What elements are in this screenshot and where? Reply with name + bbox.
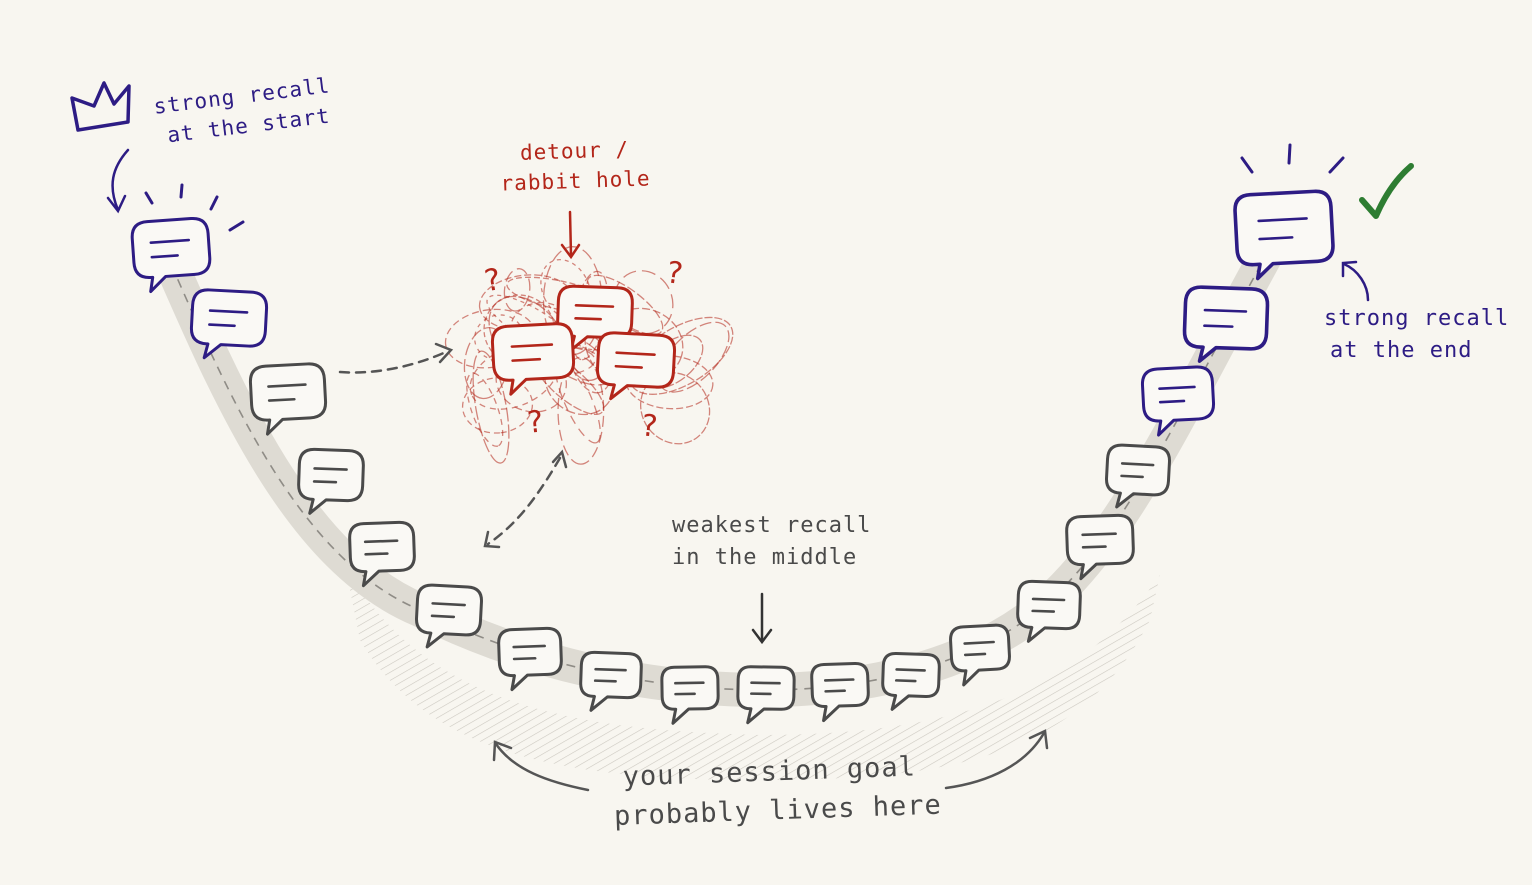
scribble-loop — [466, 372, 504, 447]
goal-left-arrow — [492, 740, 590, 792]
speech-bubble-icon — [497, 626, 563, 692]
question-mark-icon: ? — [638, 408, 660, 445]
scribble-loop — [557, 356, 605, 465]
question-mark-icon: ? — [663, 255, 686, 292]
question-mark-icon: ? — [480, 262, 504, 300]
scribble-loop — [478, 274, 574, 331]
detour-out-arrowhead — [434, 342, 454, 364]
speech-bubble-icon — [490, 322, 576, 396]
speech-bubble-icon — [1105, 443, 1171, 509]
end-pointer-arrow — [1341, 260, 1370, 302]
speech-bubble-icon — [660, 665, 720, 725]
speech-bubble-icon — [736, 665, 796, 725]
speech-bubble-icon — [415, 583, 483, 649]
session-goal-label: your session goal probably lives here — [613, 751, 943, 833]
speech-bubble-icon — [297, 447, 365, 515]
middle-shading — [345, 565, 1160, 780]
scribble-loop — [554, 355, 601, 444]
middle-recall-label: weakest recall in the middle — [672, 513, 872, 570]
scribble-loop — [540, 259, 592, 320]
question-mark-icon: ? — [524, 404, 546, 441]
crown-icon — [70, 81, 131, 132]
speech-bubble-icon — [1065, 513, 1135, 581]
middle-label-arrow — [751, 592, 773, 645]
speech-bubble-icon — [189, 288, 269, 360]
detour-return-arrowhead-top — [551, 449, 568, 469]
detour-out-arrow — [338, 349, 450, 374]
speech-bubble-icon — [596, 331, 676, 401]
end-recall-label: strong recall at the end — [1324, 306, 1510, 363]
checkmark-icon — [1359, 163, 1414, 219]
speech-bubble-icon — [1016, 579, 1082, 643]
speech-bubble-icon — [1141, 365, 1215, 437]
start-glow-ticks — [144, 183, 245, 232]
detour-tangle: ???? — [444, 246, 734, 465]
speech-bubble-icon — [881, 651, 941, 711]
speech-bubble-icon — [810, 661, 870, 723]
scribble-loop — [503, 268, 531, 312]
detour-return-arrowhead-bottom — [483, 530, 501, 549]
start-pointer-arrow — [106, 148, 130, 214]
speech-bubble-icon — [579, 650, 643, 712]
speech-bubble-icon — [1182, 285, 1270, 363]
end-glow-ticks — [1240, 143, 1345, 174]
detour-label-arrow — [560, 210, 581, 260]
scribble-loop — [461, 377, 534, 434]
detour-label: detour / rabbit hole — [500, 137, 651, 197]
detour-return-arrow — [486, 456, 562, 546]
speech-bubble-icon — [130, 217, 212, 294]
speech-bubble-icon — [1233, 189, 1335, 281]
speech-bubble-icon — [248, 362, 328, 436]
scribble-loop — [472, 350, 510, 464]
speech-bubble-icon — [348, 520, 416, 588]
speech-bubble-icon — [949, 623, 1011, 687]
message-bubbles — [130, 189, 1335, 725]
goal-right-arrow — [944, 729, 1049, 790]
